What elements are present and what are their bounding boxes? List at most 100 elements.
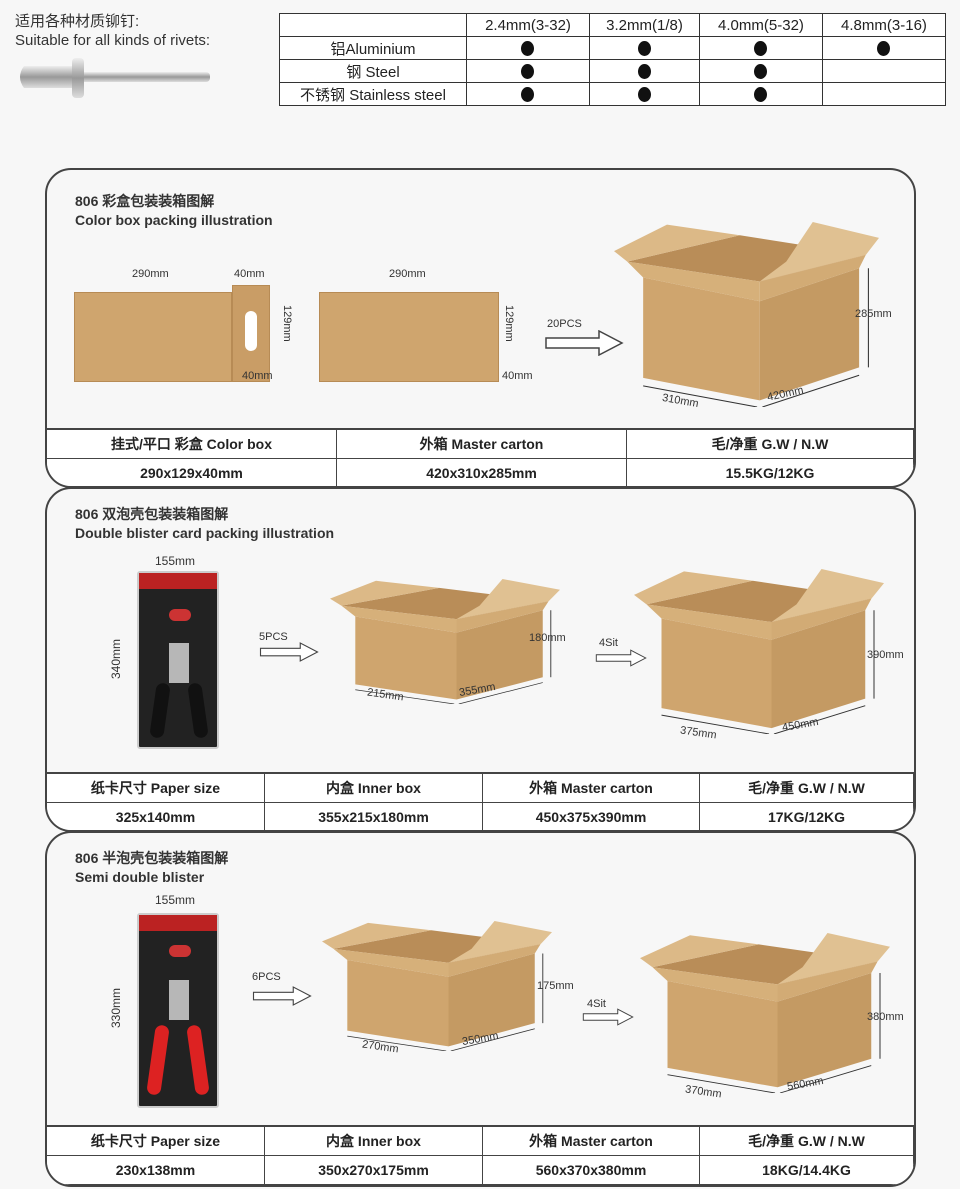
- compatibility-cell: [466, 82, 590, 106]
- spec-value: 230x138mm: [47, 1156, 265, 1185]
- spec-header: 毛/净重 G.W / N.W: [627, 430, 914, 459]
- arrow-icon: [582, 1008, 634, 1026]
- panel-title-en: Double blister card packing illustration: [75, 525, 335, 541]
- inner-box-image: [322, 921, 552, 1051]
- dim-label: 175mm: [537, 980, 574, 992]
- compatibility-cell: [821, 59, 947, 83]
- master-carton-image: [640, 933, 890, 1093]
- spec-header: 外箱 Master carton: [337, 430, 627, 459]
- hanging-color-box: [74, 292, 232, 382]
- quantity-label: 4Sit: [587, 998, 606, 1010]
- arrow-icon: [259, 642, 319, 662]
- spec-value: 290x129x40mm: [47, 459, 337, 486]
- spec-value: 450x375x390mm: [483, 803, 700, 830]
- spec-value: 560x370x380mm: [483, 1156, 700, 1185]
- col-header: 4.8mm(3-16): [821, 13, 947, 37]
- intro-cn: 适用各种材质铆钉:: [15, 13, 140, 30]
- row-label: 不锈钢 Stainless steel: [279, 82, 467, 106]
- quantity-label: 20PCS: [547, 318, 582, 330]
- dim-label: 290mm: [389, 268, 426, 280]
- spec-value: 325x140mm: [47, 803, 265, 830]
- compatibility-cell: [698, 59, 823, 83]
- dim-label: 40mm: [234, 268, 265, 280]
- compatibility-cell: [821, 36, 947, 60]
- panel-title-cn: 806 双泡壳包装装箱图解: [75, 506, 229, 522]
- spec-table: 挂式/平口 彩盒 Color box 外箱 Master carton 毛/净重…: [47, 428, 914, 486]
- flat-color-box: [319, 292, 499, 382]
- spec-header: 外箱 Master carton: [483, 774, 700, 803]
- arrow-icon: [252, 986, 312, 1006]
- spec-value: 355x215x180mm: [265, 803, 483, 830]
- arrow-icon: [545, 330, 624, 356]
- dim-label: 155mm: [155, 893, 196, 907]
- supported-dot-icon: [637, 87, 651, 103]
- dim-label: 129mm: [281, 305, 293, 342]
- supported-dot-icon: [754, 87, 768, 103]
- master-carton-image: [614, 222, 879, 407]
- compatibility-cell: [466, 36, 590, 60]
- dim-label: 40mm: [502, 370, 533, 382]
- arrow-icon: [595, 649, 647, 667]
- intro-en: Suitable for all kinds of rivets:: [15, 32, 211, 49]
- spec-value: 420x310x285mm: [337, 459, 627, 486]
- quantity-label: 5PCS: [259, 631, 288, 643]
- compatibility-cell: [698, 82, 823, 106]
- compatibility-cell: [821, 82, 947, 106]
- panel-title-cn: 806 彩盒包装装箱图解: [75, 193, 215, 209]
- quantity-label: 6PCS: [252, 971, 281, 983]
- supported-dot-icon: [637, 64, 651, 80]
- table-row: 不锈钢 Stainless steel: [279, 82, 947, 106]
- rivets-intro: 适用各种材质铆钉: Suitable for all kinds of rive…: [15, 12, 210, 50]
- spec-header: 外箱 Master carton: [483, 1127, 700, 1156]
- supported-dot-icon: [521, 87, 535, 103]
- supported-dot-icon: [637, 41, 651, 57]
- inner-box-image: [330, 579, 560, 704]
- compatibility-cell: [588, 82, 700, 106]
- supported-dot-icon: [521, 64, 535, 80]
- row-label: 铝Aluminium: [279, 36, 467, 60]
- dim-label: 155mm: [155, 554, 196, 568]
- compatibility-cell: [588, 59, 700, 83]
- panel-title-en: Color box packing illustration: [75, 212, 273, 228]
- spec-header: 内盒 Inner box: [265, 1127, 483, 1156]
- col-header: 2.4mm(3-32): [466, 13, 590, 37]
- table-row: 钢 Steel: [279, 59, 947, 83]
- spec-value: 15.5KG/12KG: [627, 459, 914, 486]
- master-carton-image: [634, 569, 884, 734]
- compatibility-cell: [466, 59, 590, 83]
- compatibility-cell: [588, 36, 700, 60]
- supported-dot-icon: [877, 41, 891, 57]
- dim-label: 180mm: [529, 632, 566, 644]
- rivet-image: [20, 58, 210, 98]
- dim-label: 285mm: [855, 308, 892, 320]
- panel-title-en: Semi double blister: [75, 869, 205, 885]
- spec-value: 17KG/12KG: [700, 803, 914, 830]
- materials-table: 2.4mm(3-32) 3.2mm(1/8) 4.0mm(5-32) 4.8mm…: [279, 13, 947, 106]
- compatibility-cell: [698, 36, 823, 60]
- dim-label: 390mm: [867, 649, 904, 661]
- panel-title-cn: 806 半泡壳包装装箱图解: [75, 850, 229, 866]
- spec-header: 挂式/平口 彩盒 Color box: [47, 430, 337, 459]
- dim-label: 330mm: [109, 988, 123, 1029]
- color-box-panel: 806 彩盒包装装箱图解 Color box packing illustrati…: [45, 168, 916, 488]
- semi-blister-panel: 806 半泡壳包装装箱图解 Semi double blister 155mm 3…: [45, 831, 916, 1187]
- spec-value: 350x270x175mm: [265, 1156, 483, 1185]
- quantity-label: 4Sit: [599, 637, 618, 649]
- spec-header: 毛/净重 G.W / N.W: [700, 774, 914, 803]
- spec-value: 18KG/14.4KG: [700, 1156, 914, 1185]
- spec-header: 纸卡尺寸 Paper size: [47, 1127, 265, 1156]
- spec-header: 毛/净重 G.W / N.W: [700, 1127, 914, 1156]
- dim-label: 380mm: [867, 1011, 904, 1023]
- blister-card-image: [137, 913, 219, 1108]
- dim-label: 340mm: [109, 639, 123, 680]
- hang-tab: [232, 285, 270, 382]
- supported-dot-icon: [754, 41, 768, 57]
- col-header: 3.2mm(1/8): [588, 13, 700, 37]
- supported-dot-icon: [521, 41, 535, 57]
- dim-label: 290mm: [132, 268, 169, 280]
- row-label: 钢 Steel: [279, 59, 467, 83]
- dim-label: 129mm: [503, 305, 515, 342]
- spec-header: 纸卡尺寸 Paper size: [47, 774, 265, 803]
